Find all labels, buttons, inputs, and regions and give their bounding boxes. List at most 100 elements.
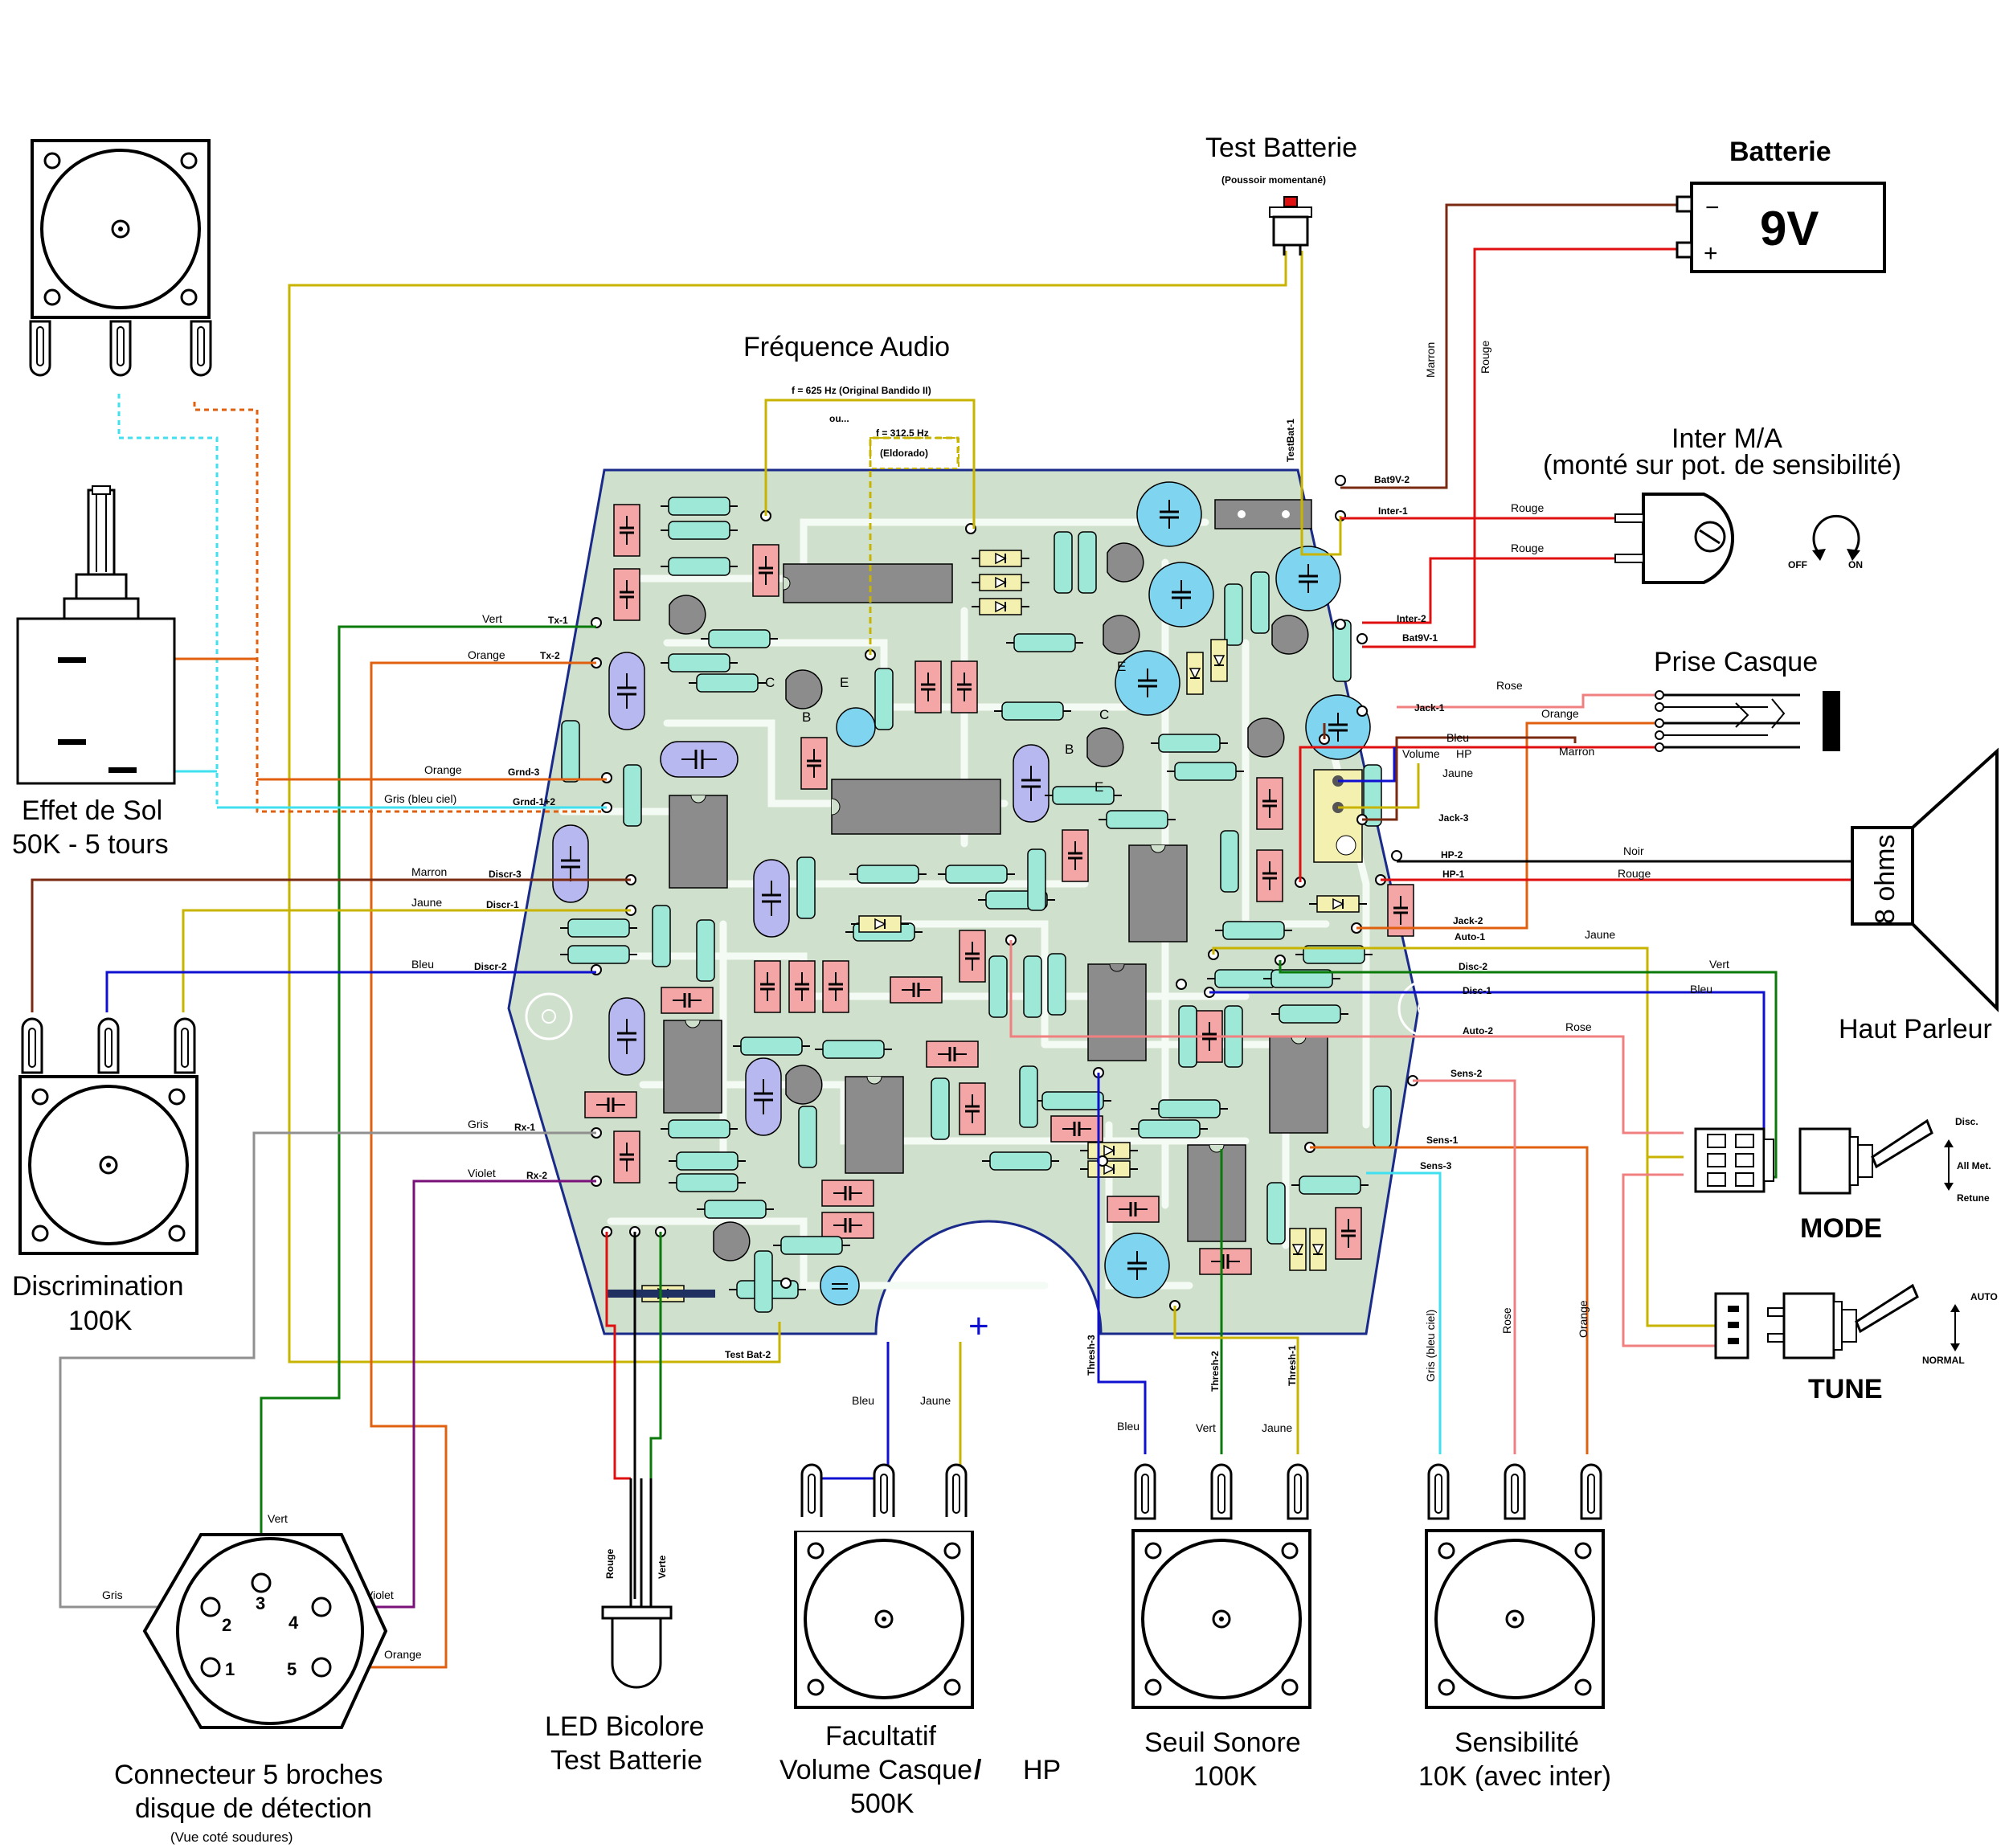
wire-label-violet: Violet [468, 1167, 496, 1180]
test-batterie-subtitle: (Poussoir momentané) [1221, 174, 1326, 186]
effet-de-sol-pot[interactable] [16, 485, 176, 785]
seuil-sonore-pot[interactable] [1131, 1463, 1311, 1709]
pad-tx2: Tx-2 [540, 650, 560, 661]
wire-label-bleu: Bleu [411, 958, 434, 971]
wire-label-rouge-hp: Rouge [1618, 867, 1651, 880]
pcb-label-b1: B [802, 709, 811, 725]
off-label: OFF [1788, 559, 1807, 570]
wire-label-thresh3: Thresh-3 [1086, 1335, 1097, 1376]
wire-label-vert: Vert [482, 612, 502, 625]
ic-u8 [1269, 1036, 1328, 1134]
conn-label-violet: Violet [366, 1588, 394, 1601]
batterie-title: Batterie [1729, 137, 1831, 167]
volume-casque-pot[interactable] [794, 1463, 974, 1709]
wire-label-verte-led: Verte [657, 1555, 668, 1579]
ic-u3 [669, 795, 728, 889]
wire-label-gris-sens: Gris (bleu ciel) [1424, 1310, 1437, 1382]
mode-disc-label: Disc. [1955, 1116, 1978, 1127]
test-batterie-button[interactable] [1269, 196, 1312, 256]
wire-label-bleu-vc: Bleu [852, 1394, 874, 1407]
mode-retune-label: Retune [1957, 1192, 1990, 1204]
freq-625-label: f = 625 Hz (Original Bandido II) [792, 385, 931, 396]
mode-switch[interactable] [1694, 1118, 1954, 1195]
sensibilite-value: 10K (avec inter) [1418, 1761, 1611, 1792]
conn-label-orange: Orange [384, 1648, 422, 1661]
pad-disc1: Disc-1 [1463, 985, 1491, 996]
wire-label-volume: Volume [1402, 747, 1440, 760]
ic-u5 [845, 1076, 904, 1174]
pad-inter1: Inter-1 [1378, 505, 1408, 517]
pad-sens2: Sens-2 [1450, 1068, 1483, 1079]
pcb-label-b2: B [1065, 742, 1074, 757]
seuil-sonore-title: Seuil Sonore [1144, 1727, 1301, 1758]
wire-label-marron-bat: Marron [1424, 342, 1437, 378]
pin-5: 5 [287, 1659, 297, 1679]
battery-voltage: 9V [1760, 202, 1819, 256]
facultatif-title: Facultatif [825, 1721, 936, 1752]
tune-normal-label: NORMAL [1922, 1355, 1965, 1366]
pad-sens3: Sens-3 [1420, 1160, 1452, 1171]
tune-auto-label: AUTO [1970, 1291, 1998, 1302]
wire-label-rouge-led: Rouge [604, 1548, 616, 1579]
pad-rx2: Rx-2 [526, 1170, 547, 1181]
freq-ou-label: ou... [829, 413, 849, 424]
pin-4: 4 [288, 1613, 299, 1633]
pcb-switch [1214, 499, 1312, 529]
mode-title: MODE [1800, 1213, 1882, 1244]
pcb-board: C E B B C E E [507, 468, 1455, 1335]
pcb-label-c1: C [765, 675, 775, 690]
wire-label-orange: Orange [468, 648, 505, 661]
wire-label-marron-jack: Marron [1559, 745, 1594, 758]
tune-title: TUNE [1808, 1374, 1883, 1404]
wire-label-jaune-vol: Jaune [1442, 767, 1473, 779]
wire-labels: Vert Orange Orange Gris (bleu ciel) Marr… [102, 341, 1729, 1661]
pad-auto1: Auto-1 [1455, 931, 1485, 942]
pad-bat9v1: Bat9V-1 [1402, 632, 1438, 644]
pad-hp1: HP-1 [1442, 869, 1465, 880]
battery-plus: + [1704, 240, 1718, 267]
sensibilite-pot[interactable] [1425, 1463, 1605, 1709]
connecteur-subtitle: disque de détection [135, 1793, 372, 1824]
wire-label-hp: HP [1456, 747, 1471, 760]
wire-label-orange2: Orange [424, 763, 462, 776]
connecteur-note: (Vue coté soudures) [170, 1830, 293, 1845]
wire-label-vert-th: Vert [1196, 1421, 1216, 1434]
pad-jack1: Jack-1 [1414, 702, 1445, 713]
discrimination-value: 100K [68, 1306, 133, 1336]
inter-ma-switch[interactable] [1614, 493, 1735, 584]
facultatif-slash: / [974, 1755, 982, 1785]
pad-labels: Tx-1 Tx-2 Grnd-3 Grnd-1+2 Discr-3 Discr-… [474, 474, 1493, 1360]
on-off-rotation-icon [1812, 514, 1860, 561]
haut-parleur [1851, 747, 1999, 1012]
pot-top-left [29, 139, 212, 377]
led-title: LED Bicolore [545, 1711, 704, 1742]
plus-marker: + [968, 1306, 989, 1346]
pin-1: 1 [225, 1659, 235, 1679]
wire-label-rose-jack: Rose [1496, 679, 1523, 692]
tune-switch[interactable] [1714, 1283, 1960, 1359]
mode-allmet-label: All Met. [1957, 1160, 1991, 1171]
wires [31, 203, 1852, 1669]
facultatif-value: 500K [850, 1789, 914, 1819]
wire-label-thresh1: Thresh-1 [1287, 1345, 1298, 1386]
discrimination-pot[interactable] [18, 1017, 198, 1255]
prise-casque-jack [1655, 690, 1840, 752]
pcb-label-e3: E [1117, 659, 1126, 674]
wire-label-testbat1: TestBat-1 [1285, 419, 1296, 462]
pin-3: 3 [256, 1593, 265, 1613]
battery-9v [1676, 182, 1886, 273]
pad-discr3: Discr-3 [489, 869, 522, 880]
ic-u9 [1187, 1144, 1246, 1242]
led-bicolore [601, 1478, 673, 1689]
wire-label-marron: Marron [411, 865, 447, 878]
speaker-ohms: 8 ohms [1870, 835, 1901, 925]
titles: Test Batterie (Poussoir momentané) Batte… [12, 133, 1998, 1845]
pad-testbat2: Test Bat-2 [725, 1349, 771, 1360]
ic-u1 [783, 563, 953, 603]
sensibilite-title: Sensibilité [1455, 1727, 1579, 1758]
freq-3125-label: f = 312.5 Hz [876, 427, 929, 439]
wire-label-gris-bleu: Gris (bleu ciel) [384, 792, 456, 805]
wire-label-gris: Gris [468, 1118, 489, 1130]
inter-ma-title: Inter M/A [1671, 423, 1782, 454]
